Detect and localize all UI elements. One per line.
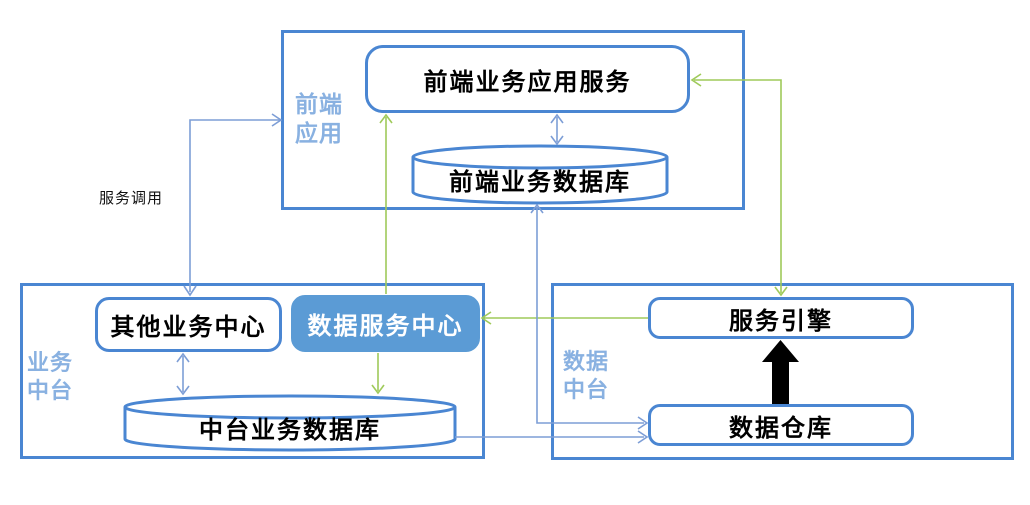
edge-frontend-db-warehouse-arrow: [530, 203, 649, 430]
node-other-business-center: 其他业务中心: [95, 297, 282, 352]
node-data-service-center: 数据服务中心: [291, 295, 480, 352]
node-frontend-db-label: 前端业务数据库: [449, 169, 631, 196]
edge-data-service-to-mid-db-arrow: [371, 353, 385, 395]
edge-data-service-to-frontend-arrow: [379, 113, 393, 294]
group-label-data-mid-platform: 数据中台: [563, 349, 610, 403]
node-service-engine: 服务引擎: [648, 297, 914, 339]
edge-mid-db-to-warehouse-arrow: [455, 430, 649, 444]
edge-label-service-call: 服务调用: [99, 190, 164, 207]
cylinder-mid-business-db: [123, 394, 457, 452]
edge-warehouse-to-engine-thick-arrow: [762, 340, 799, 404]
edge-service-call-arrow: [183, 113, 283, 297]
node-mid-business-db-label: 中台业务数据库: [199, 417, 381, 444]
group-box-data-mid-platform: [551, 283, 1014, 460]
group-label-business-mid-platform: 业务中台: [27, 350, 74, 404]
group-box-business-mid-platform: [20, 283, 485, 459]
edge-other-center-mid-db-arrow: [176, 352, 190, 396]
cylinder-frontend-db: [411, 144, 669, 205]
group-label-frontend-app: 前端应用: [295, 92, 343, 147]
group-box-frontend-app: [281, 30, 745, 210]
node-frontend-app-service: 前端业务应用服务: [365, 45, 690, 113]
edge-frontend-service-db-arrow: [550, 113, 564, 146]
edge-frontend-engine-arrow: [690, 73, 788, 297]
node-data-warehouse: 数据仓库: [648, 404, 914, 446]
edge-engine-to-data-service-arrow: [480, 311, 648, 325]
